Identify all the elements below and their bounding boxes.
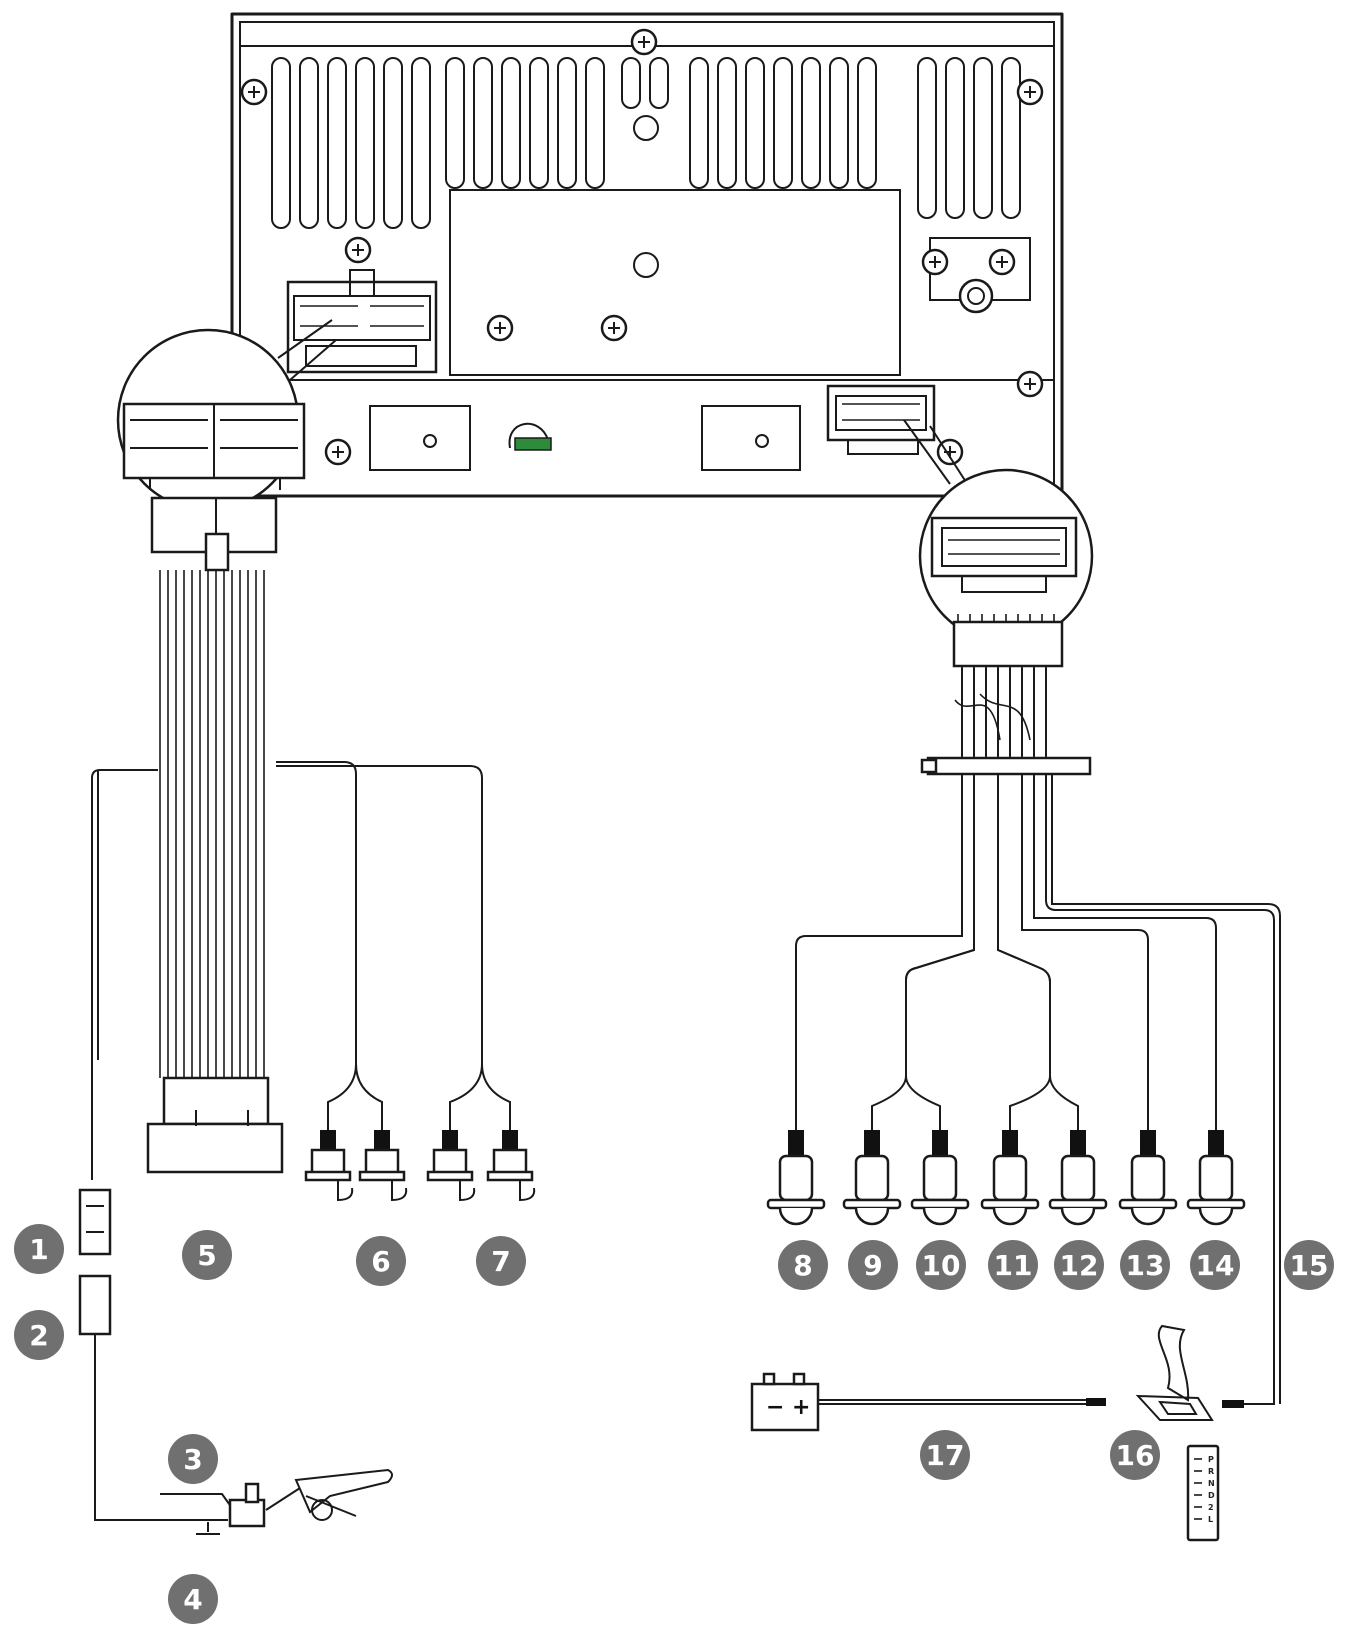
rca-jack-icon	[1186, 1130, 1246, 1226]
left-connector-zoom	[116, 319, 337, 512]
callout-4: 4	[168, 1574, 218, 1624]
chassis-main-socket	[286, 269, 438, 374]
rca-outputs-left	[276, 761, 536, 1202]
rca-jack-icon	[426, 1130, 476, 1202]
chassis-video-socket	[826, 384, 936, 455]
callout-11: 11	[988, 1240, 1038, 1290]
power-lead	[78, 769, 228, 1521]
callout-12: 12	[1054, 1240, 1104, 1290]
gear-position-label: P	[1208, 1455, 1214, 1464]
rca-jack-icon	[1048, 1130, 1108, 1226]
rca-jack-icon	[304, 1130, 354, 1202]
callout-14: 14	[1190, 1240, 1240, 1290]
reverse-wire	[1045, 774, 1281, 1408]
callout-10: 10	[916, 1240, 966, 1290]
battery-icon: − +	[750, 1372, 1106, 1432]
rca-jack-icon	[910, 1130, 970, 1226]
screw-icon	[1016, 370, 1044, 398]
screw-icon	[921, 248, 949, 276]
screw-icon	[988, 248, 1016, 276]
gear-position-label: N	[1208, 1479, 1215, 1488]
screw-icon	[600, 314, 628, 342]
cooling-vents	[271, 57, 1021, 229]
rca-jack-icon	[1118, 1130, 1178, 1226]
callout-15: 15	[1284, 1240, 1334, 1290]
rca-jack-icon	[766, 1130, 826, 1226]
screw-icon	[486, 314, 514, 342]
handbrake-icon	[265, 1468, 393, 1521]
callout-17: 17	[920, 1430, 970, 1480]
screw-icon	[344, 236, 372, 264]
iso-harness	[146, 496, 284, 1174]
callout-7: 7	[476, 1236, 526, 1286]
handbrake-switch	[160, 1468, 393, 1535]
av-harness	[766, 614, 1246, 1226]
screw-icons	[240, 28, 1044, 466]
callout-1: 1	[14, 1224, 64, 1274]
gear-position-label: 2	[1208, 1503, 1214, 1512]
gear-position-label: L	[1208, 1515, 1213, 1524]
head-unit-chassis	[230, 12, 1064, 498]
callout-9: 9	[848, 1240, 898, 1290]
green-connector-module	[508, 422, 552, 451]
callout-2: 2	[14, 1310, 64, 1360]
battery-minus-label: −	[766, 1395, 784, 1420]
callout-6: 6	[356, 1236, 406, 1286]
rca-jack-icon	[486, 1130, 536, 1202]
gear-position-label: R	[1208, 1467, 1214, 1476]
callout-5: 5	[182, 1230, 232, 1280]
gear-position-label: D	[1208, 1491, 1215, 1500]
screw-icon	[1016, 78, 1044, 106]
screw-icon	[630, 28, 658, 56]
rca-jack-icon	[358, 1130, 408, 1202]
callout-13: 13	[1120, 1240, 1170, 1290]
callout-16: 16	[1110, 1430, 1160, 1480]
screw-icon	[240, 78, 268, 106]
callout-3: 3	[168, 1434, 218, 1484]
callout-8: 8	[778, 1240, 828, 1290]
rca-jack-icon	[842, 1130, 902, 1226]
screw-icon	[324, 438, 352, 466]
battery-plus-label: +	[792, 1395, 810, 1420]
right-connector-zoom	[903, 419, 1094, 644]
rca-jack-icon	[980, 1130, 1040, 1226]
